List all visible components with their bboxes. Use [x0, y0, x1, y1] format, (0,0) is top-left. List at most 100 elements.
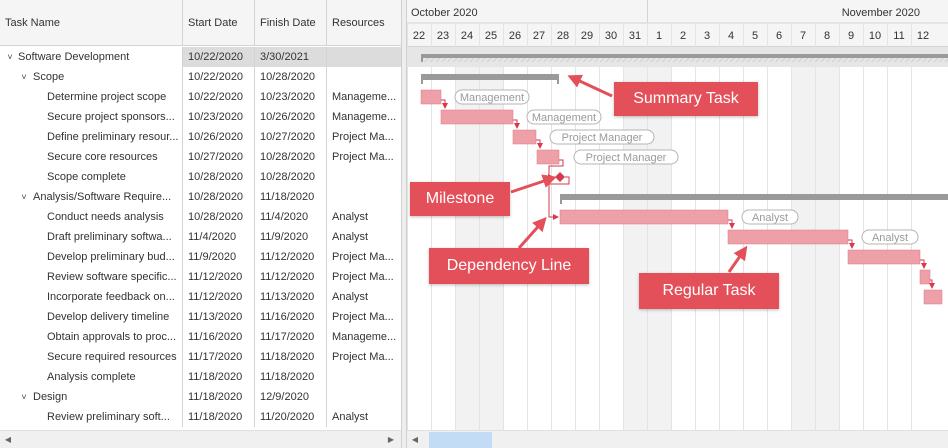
start-date-cell[interactable]: 11/18/2020 [183, 407, 255, 427]
start-date-cell[interactable]: 10/27/2020 [183, 147, 255, 167]
expand-toggle-icon[interactable]: ˅ [7, 52, 13, 62]
finish-date-cell[interactable]: 10/28/2020 [255, 167, 327, 187]
task-name-cell[interactable]: Conduct needs analysis [0, 207, 183, 227]
task-name-cell[interactable]: Scope complete [0, 167, 183, 187]
start-date-cell[interactable]: 11/9/2020 [183, 247, 255, 267]
resource-cell[interactable]: Project Ma... [332, 151, 394, 163]
task-name-cell[interactable]: Analysis complete [0, 367, 183, 387]
start-date-cell[interactable]: 11/17/2020 [183, 347, 255, 367]
task-name-cell[interactable]: Obtain approvals to proc... [0, 327, 183, 347]
resource-cell[interactable]: Project Ma... [332, 131, 394, 143]
resource-cell[interactable] [327, 187, 401, 207]
finish-date-cell[interactable]: 12/9/2020 [255, 387, 327, 407]
finish-date-cell[interactable]: 10/27/2020 [255, 127, 327, 147]
finish-date-cell[interactable]: 10/23/2020 [255, 87, 327, 107]
task-name-cell[interactable]: ˅Design [0, 387, 183, 407]
resource-cell[interactable]: Project Ma... [332, 311, 394, 323]
task-name-cell[interactable]: Incorporate feedback on... [0, 287, 183, 307]
task-name-cell[interactable]: ˅Software Development [0, 47, 183, 67]
finish-date-cell[interactable]: 11/20/2020 [255, 407, 327, 427]
column-header-finish-date[interactable]: Finish Date [255, 0, 327, 46]
finish-date-cell[interactable]: 3/30/2021 [255, 47, 327, 67]
chart-horizontal-scrollbar[interactable]: ◀ [407, 430, 948, 448]
start-date-cell[interactable]: 10/28/2020 [183, 167, 255, 187]
resource-cell[interactable]: Analyst [332, 211, 369, 223]
expand-toggle-icon[interactable]: ˅ [21, 392, 27, 402]
resource-cell[interactable]: Project Ma... [332, 251, 394, 263]
task-name-cell[interactable]: Secure project sponsors... [0, 107, 183, 127]
start-date-cell[interactable]: 10/28/2020 [183, 207, 255, 227]
chart-scroll-thumb[interactable] [429, 432, 492, 448]
finish-date-cell[interactable]: 11/17/2020 [255, 327, 327, 347]
grid-chart-splitter[interactable] [401, 0, 407, 448]
task-name-cell[interactable]: Develop preliminary bud... [0, 247, 183, 267]
start-date-cell[interactable]: 11/12/2020 [183, 287, 255, 307]
column-header-resources[interactable]: Resources [332, 17, 385, 29]
resource-cell[interactable] [327, 67, 401, 87]
scroll-right-arrow-icon[interactable]: ▶ [387, 435, 395, 444]
task-name-cell[interactable]: Define preliminary resour... [0, 127, 183, 147]
resource-cell[interactable]: Analyst [332, 291, 369, 303]
start-date-cell[interactable]: 11/13/2020 [183, 307, 255, 327]
resource-cell[interactable]: Analyst [332, 411, 369, 423]
finish-date-cell[interactable]: 11/16/2020 [255, 307, 327, 327]
task-name-cell[interactable]: Develop delivery timeline [0, 307, 183, 327]
start-date-cell[interactable]: 10/22/2020 [183, 47, 255, 67]
resource-cell[interactable]: Manageme... [332, 111, 397, 123]
resource-cell[interactable]: Manageme... [332, 331, 397, 343]
start-date-cell[interactable]: 11/16/2020 [183, 327, 255, 347]
scroll-left-arrow-icon[interactable]: ◀ [4, 435, 12, 444]
finish-date-cell[interactable]: 11/18/2020 [255, 187, 327, 207]
task-name-cell[interactable]: Determine project scope [0, 87, 183, 107]
start-date-cell[interactable]: 11/18/2020 [183, 387, 255, 407]
resource-cell[interactable] [327, 47, 401, 67]
resource-cell[interactable] [327, 367, 401, 387]
start-date-cell[interactable]: 11/18/2020 [183, 367, 255, 387]
start-date-cell[interactable]: 10/23/2020 [183, 107, 255, 127]
start-date-cell[interactable]: 11/12/2020 [183, 267, 255, 287]
resource-cell[interactable] [327, 387, 401, 407]
finish-date-cell[interactable]: 11/4/2020 [255, 207, 327, 227]
task-name-cell[interactable]: Review software specific... [0, 267, 183, 287]
finish-date-cell[interactable]: 11/18/2020 [255, 347, 327, 367]
finish-date-cell[interactable]: 11/9/2020 [255, 227, 327, 247]
finish-date-cell[interactable]: 11/18/2020 [255, 367, 327, 387]
expand-toggle-icon[interactable]: ˅ [21, 72, 27, 82]
start-date-cell[interactable]: 10/28/2020 [183, 187, 255, 207]
chart-scroll-left-arrow-icon[interactable]: ◀ [411, 435, 419, 444]
task-name-cell[interactable]: ˅Analysis/Software Require... [0, 187, 183, 207]
task-name-cell[interactable]: Secure required resources [0, 347, 183, 367]
column-header-task-name[interactable]: Task Name [0, 0, 183, 46]
start-date-cell[interactable]: 11/4/2020 [183, 227, 255, 247]
finish-date-cell[interactable]: 11/12/2020 [255, 247, 327, 267]
start-date-cell[interactable]: 10/22/2020 [183, 87, 255, 107]
finish-date-cell[interactable]: 11/12/2020 [255, 267, 327, 287]
grid-horizontal-scrollbar[interactable]: ◀ ▶ [0, 430, 401, 448]
resource-cell[interactable] [327, 167, 401, 187]
expand-toggle-icon[interactable]: ˅ [21, 192, 27, 202]
task-name-cell[interactable]: Draft preliminary softwa... [0, 227, 183, 247]
resource-cell[interactable]: Manageme... [332, 91, 397, 103]
task-name-cell[interactable]: Review preliminary soft... [0, 407, 183, 427]
column-header-start-date[interactable]: Start Date [183, 0, 255, 46]
finish-date-cell[interactable]: 10/28/2020 [255, 67, 327, 87]
resource-cell[interactable]: Project Ma... [332, 271, 394, 283]
